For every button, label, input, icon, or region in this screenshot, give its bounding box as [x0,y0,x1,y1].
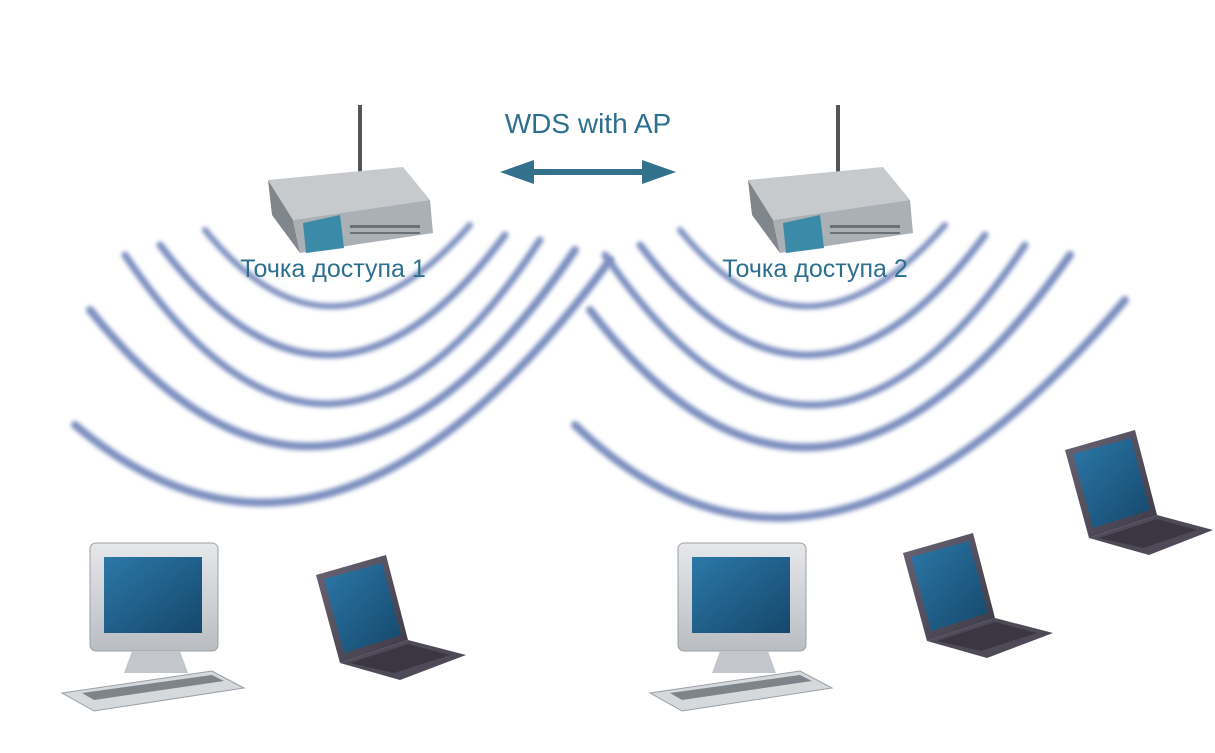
access-point-1-label: Точка доступа 1 [240,255,426,283]
wireless-router-icon [748,105,913,253]
wireless-router-icon [268,105,433,253]
laptop-icon [1065,430,1213,555]
access-point-2-label: Точка доступа 2 [722,255,908,283]
bidirectional-arrow-icon [500,160,676,184]
wifi-waves-ap2 [571,222,1129,522]
desktop-computer-icon [60,542,246,712]
wifi-waves-ap1 [71,222,614,507]
laptop-icon [316,555,466,680]
wds-link-label: WDS with AP [505,108,671,139]
laptop-icon [903,533,1053,658]
desktop-computer-icon [648,542,834,712]
